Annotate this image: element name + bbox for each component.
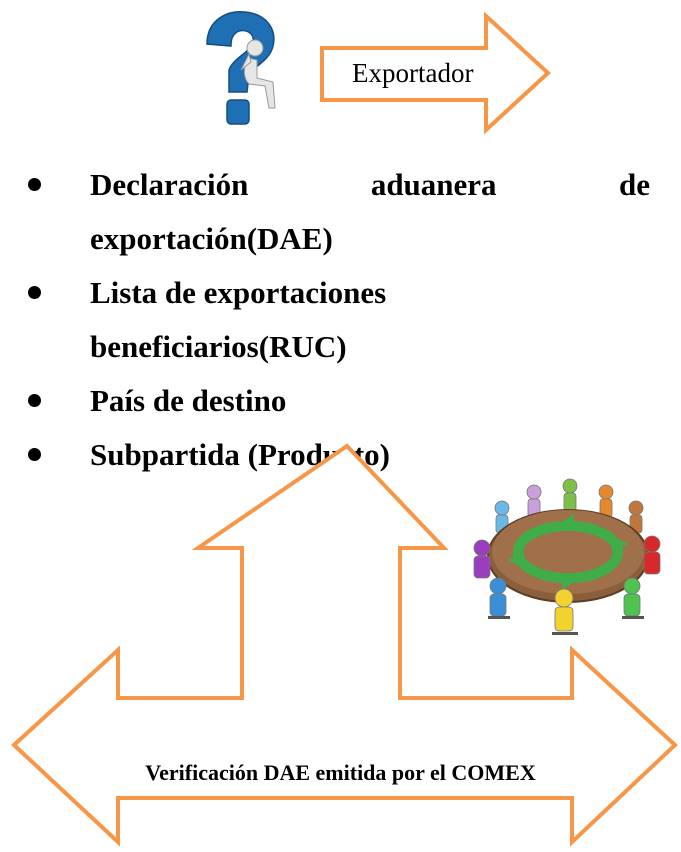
meeting-table-icon xyxy=(473,478,661,635)
list-item: Declaración aduanera de exportación(DAE) xyxy=(28,158,650,266)
bullet-icon xyxy=(28,178,41,191)
verification-arrows xyxy=(11,443,678,847)
question-mark-thinker-icon xyxy=(206,11,276,125)
list-item-continuation: exportación(DAE) xyxy=(90,221,333,256)
bullet-icon xyxy=(28,286,41,299)
exportador-label: Exportador xyxy=(352,58,474,88)
verification-label: Verificación DAE emitida por el COMEX xyxy=(145,760,536,785)
exportador-arrow xyxy=(320,11,551,135)
list-item: País de destino xyxy=(28,374,650,428)
list-item-text: Lista de exportaciones beneficiarios(RUC… xyxy=(90,275,387,364)
list-item-text: País de destino xyxy=(90,383,287,418)
list-item: Lista de exportaciones beneficiarios(RUC… xyxy=(28,266,650,374)
bullet-icon xyxy=(28,448,41,461)
requirements-list: Declaración aduanera de exportación(DAE)… xyxy=(28,158,650,482)
list-item-text: Declaración aduanera de xyxy=(90,167,650,202)
bullet-icon xyxy=(28,394,41,407)
